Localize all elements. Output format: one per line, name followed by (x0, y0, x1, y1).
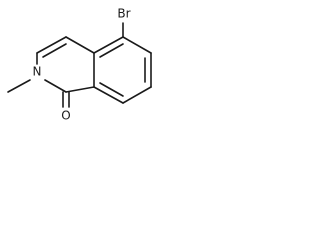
bond-c8-c8a-inner (99, 82, 124, 97)
structure-canvas: Br N O (0, 0, 182, 178)
bond-c5-c6 (122, 36, 152, 54)
oxygen-label: O (61, 109, 70, 123)
bond-c4a-c5-outer (93, 36, 124, 54)
nitrogen-label: N (33, 65, 42, 79)
chemical-structure-diagram: Br N O (7, 7, 152, 123)
bond-n2-c1 (44, 79, 67, 93)
bond-n2-methyl (7, 79, 31, 93)
bond-c4a-c5-inner (99, 43, 124, 58)
bond-c4-c3-inner (42, 43, 67, 58)
bond-c8-c8a-outer (93, 86, 124, 104)
bond-c4-c3-outer (36, 36, 67, 54)
bond-c1-c8a (65, 86, 95, 93)
bond-c4a-c4 (65, 36, 95, 54)
bromine-label: Br (117, 7, 130, 21)
bond-c7-c8 (122, 86, 152, 104)
